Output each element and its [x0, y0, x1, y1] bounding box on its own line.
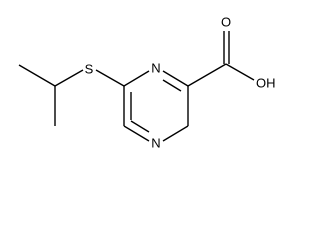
pyrazine-ring — [123, 70, 189, 142]
bond-c6-n1 — [123, 70, 150, 87]
bond-c-oh — [225, 63, 255, 81]
atom-label-hydroxyl: OH — [256, 76, 276, 91]
atom-label-nitrogen-top: N — [151, 61, 160, 76]
bond-n4-c5-inner — [130, 120, 150, 133]
bond-ch-s — [54, 69, 84, 87]
bond-n1-c2-inner — [162, 79, 182, 92]
bond-methyl-left — [18, 64, 56, 87]
bond-n4-c5 — [123, 125, 150, 142]
isopropyl-group — [18, 64, 84, 126]
atom-label-nitrogen-bottom: N — [151, 136, 160, 151]
bond-c3-n4 — [162, 125, 189, 142]
bond-ring-cooh — [187, 63, 227, 87]
bond-s-ring — [95, 69, 125, 87]
chemical-structure: S N N O OH — [18, 15, 276, 151]
atom-label-carbonyl-oxygen: O — [221, 15, 231, 30]
bond-n1-c2 — [162, 70, 189, 87]
atom-label-sulfur: S — [85, 62, 94, 77]
carboxylic-acid-group — [187, 31, 255, 87]
